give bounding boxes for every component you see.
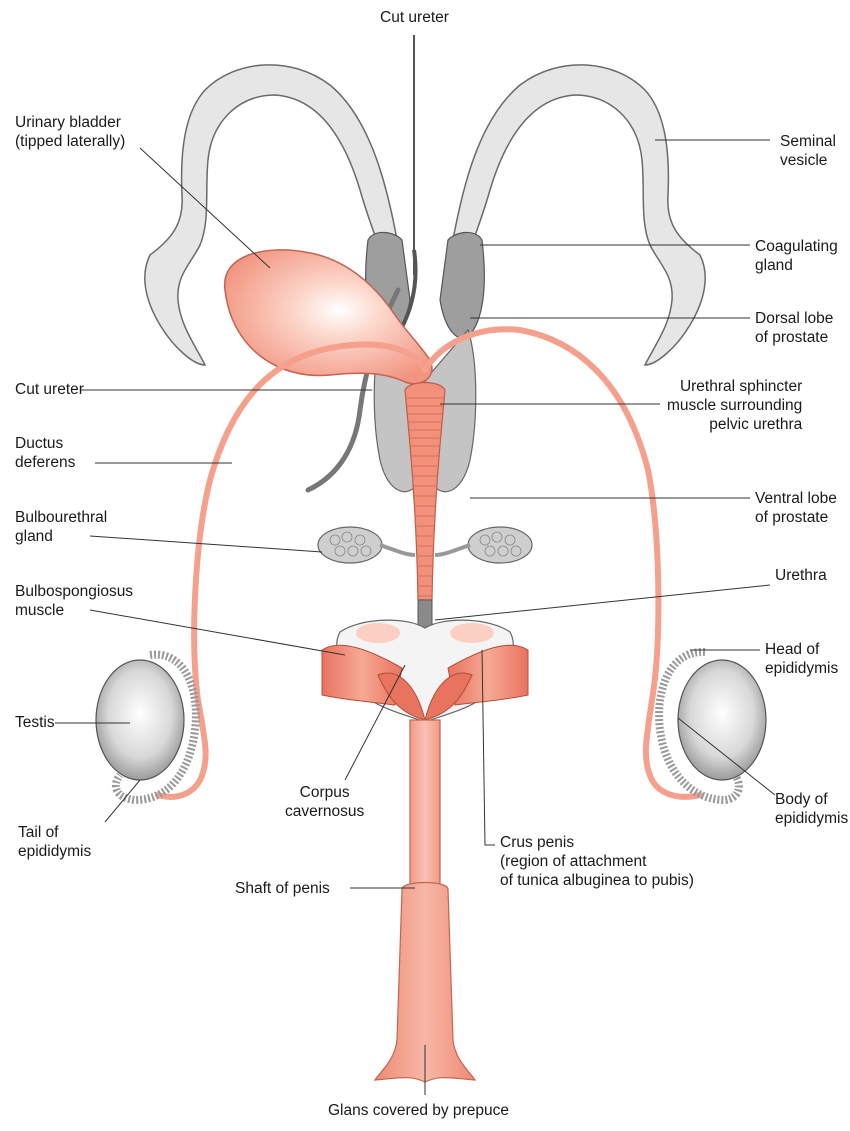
label-testis: Testis bbox=[15, 713, 55, 732]
penis-root bbox=[322, 620, 528, 722]
label-glans: Glans covered by prepuce bbox=[328, 1101, 509, 1120]
label-body-epididymis: Body of epididymis bbox=[775, 790, 848, 828]
label-bulbourethral-gland: Bulbourethral gland bbox=[15, 508, 107, 546]
label-head-epididymis: Head of epididymis bbox=[765, 640, 838, 678]
label-urinary-bladder: Urinary bladder (tipped laterally) bbox=[15, 113, 125, 151]
label-cut-ureter-top: Cut ureter bbox=[380, 8, 449, 27]
label-ductus-deferens: Ductus deferens bbox=[15, 434, 75, 472]
label-urethra: Urethra bbox=[775, 566, 827, 585]
testis-right bbox=[659, 652, 766, 800]
label-crus-penis: Crus penis (region of attachment of tuni… bbox=[500, 833, 694, 890]
seminal-vesicle-right bbox=[452, 65, 705, 365]
urethral-sphincter bbox=[405, 383, 445, 601]
label-coagulating-gland: Coagulating gland bbox=[755, 237, 838, 275]
shaft-of-penis bbox=[410, 720, 440, 885]
label-bulbospongiosus: Bulbospongiosus muscle bbox=[15, 582, 133, 620]
label-cut-ureter-left: Cut ureter bbox=[15, 380, 84, 399]
label-dorsal-lobe: Dorsal lobe of prostate bbox=[755, 309, 833, 347]
label-tail-epididymis: Tail of epididymis bbox=[18, 823, 91, 861]
label-shaft-of-penis: Shaft of penis bbox=[235, 879, 330, 898]
label-seminal-vesicle: Seminal vesicle bbox=[780, 132, 836, 170]
label-corpus-cavernosus: Corpus cavernosus bbox=[285, 783, 364, 821]
label-ventral-lobe: Ventral lobe of prostate bbox=[755, 489, 837, 527]
testis-left bbox=[96, 655, 196, 800]
label-urethral-sphincter: Urethral sphincter muscle surrounding pe… bbox=[667, 377, 802, 434]
